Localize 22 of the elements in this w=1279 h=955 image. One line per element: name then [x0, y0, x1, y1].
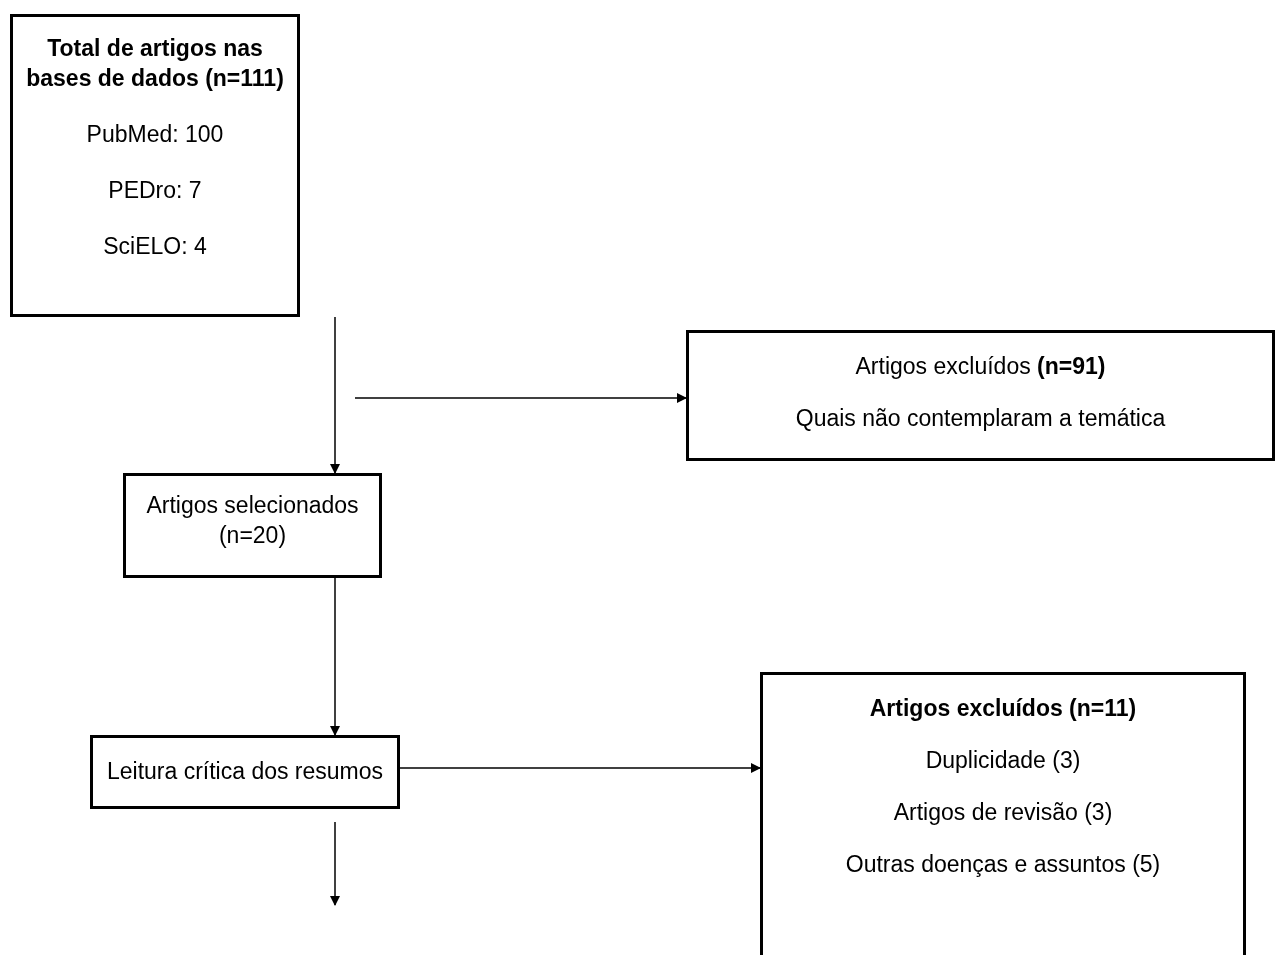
- box-text: Duplicidade (3): [925, 746, 1081, 775]
- box-heading: Artigos excluídos (n=91): [855, 352, 1106, 381]
- selection-box: [123, 473, 382, 578]
- box-heading: Artigos selecionados (n=20): [145, 491, 360, 550]
- exclusion-box: [760, 672, 1246, 955]
- box-heading: Artigos excluídos (n=11): [869, 694, 1137, 723]
- process-box: [90, 735, 400, 809]
- arrow: [399, 763, 761, 773]
- arrow: [330, 316, 340, 474]
- box-text: PubMed: 100: [86, 120, 224, 149]
- box-text: Outras doenças e assuntos (5): [845, 850, 1161, 879]
- arrow: [330, 821, 340, 906]
- exclusion-box: [686, 330, 1275, 461]
- database-total-box: [10, 14, 300, 317]
- box-text: Quais não contemplaram a temática: [795, 404, 1166, 433]
- box-text: SciELO: 4: [103, 232, 207, 261]
- arrow: [330, 577, 340, 736]
- box-heading: Total de artigos nas bases de dados (n=111): [25, 34, 285, 93]
- box-heading: Leitura crítica dos resumos: [106, 757, 384, 786]
- box-text: PEDro: 7: [108, 176, 202, 205]
- arrow: [354, 393, 687, 403]
- box-text: Artigos de revisão (3): [893, 798, 1113, 827]
